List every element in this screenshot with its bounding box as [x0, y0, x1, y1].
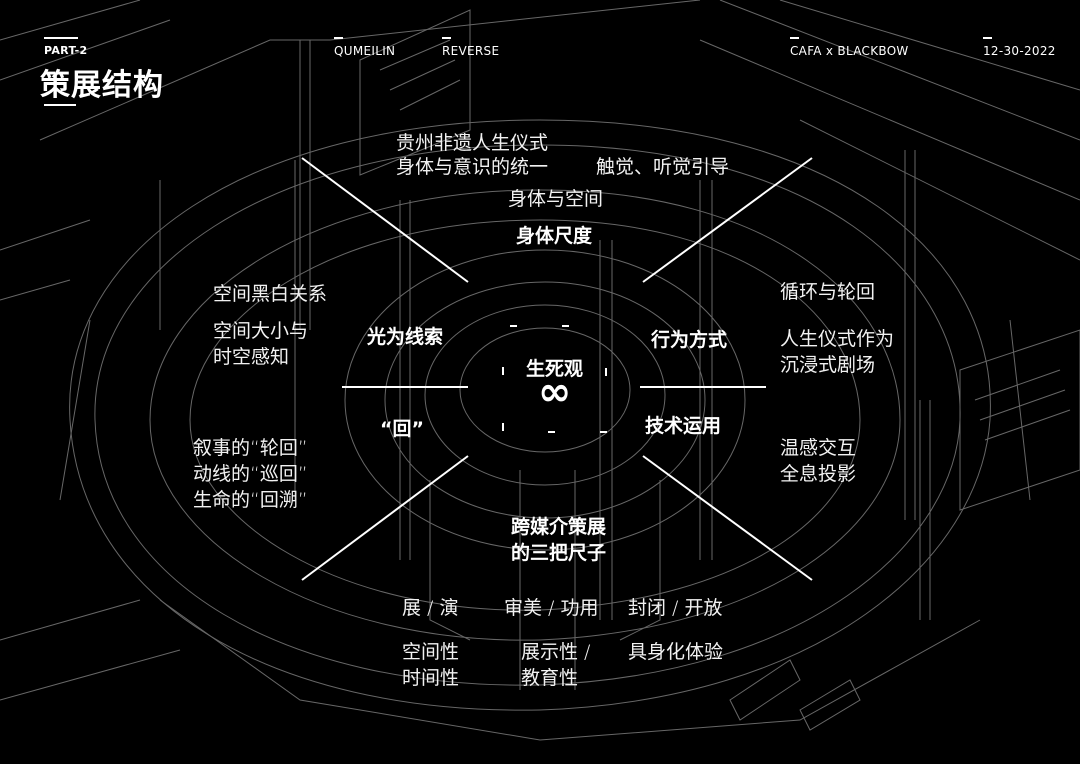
- infinity-symbol: ∞: [538, 369, 572, 415]
- line-upper-left: [301, 157, 469, 283]
- tag-dash-2: [442, 37, 451, 39]
- note-top-a2: 身体与意识的统一: [396, 156, 549, 178]
- label-hui: “回”: [380, 418, 424, 440]
- part-label: PART-2: [44, 44, 88, 57]
- note-right-a: 循环与轮回: [780, 281, 876, 303]
- note-bottom-c: 封闭 / 开放: [628, 597, 723, 619]
- tag-dash-3: [790, 37, 799, 39]
- note-right-b1: 人生仪式作为: [780, 328, 895, 350]
- note-left-a: 空间黑白关系: [213, 283, 328, 305]
- label-behavior: 行为方式: [651, 329, 728, 351]
- center-tick: [562, 325, 569, 327]
- note-top-a1: 贵州非遗人生仪式: [396, 132, 549, 154]
- note-top-b: 触觉、听觉引导: [596, 156, 730, 178]
- part-dash: [44, 37, 78, 39]
- tag-qumeilin: QUMEILIN: [334, 44, 396, 58]
- label-crossmedia-2: 的三把尺子: [511, 542, 607, 564]
- label-body-scale: 身体尺度: [516, 225, 593, 247]
- label-technology: 技术运用: [645, 415, 722, 437]
- tag-reverse: REVERSE: [442, 44, 500, 58]
- note-bottom-d1: 空间性: [402, 641, 460, 663]
- center-core-label: 生死观: [526, 358, 584, 380]
- note-right-c1: 温感交互: [780, 437, 857, 459]
- note-bottom-d2: 时间性: [402, 667, 460, 689]
- note-top-c: 身体与空间: [508, 188, 604, 210]
- note-bottom-b: 审美 / 功用: [504, 597, 599, 619]
- label-light-clue: 光为线索: [367, 326, 444, 348]
- center-tick: [510, 325, 517, 327]
- note-right-b2: 沉浸式剧场: [780, 354, 876, 376]
- page-title: 策展结构: [40, 68, 164, 103]
- note-left-c1: 叙事的“轮回”: [193, 437, 308, 459]
- line-lower-left: [301, 455, 469, 581]
- tag-collab: CAFA x BLACKBOW: [790, 44, 909, 58]
- center-tick: [548, 431, 555, 433]
- center-tick: [605, 368, 607, 376]
- tag-dash-4: [983, 37, 992, 39]
- note-bottom-f: 具身化体验: [628, 641, 724, 663]
- tag-dash-1: [334, 37, 343, 39]
- note-left-c2: 动线的“巡回”: [193, 463, 308, 485]
- note-bottom-e1: 展示性 /: [521, 641, 591, 663]
- center-tick: [502, 423, 504, 431]
- note-left-c3: 生命的“回溯”: [193, 489, 308, 511]
- line-upper-right: [642, 157, 813, 283]
- note-left-b2: 时空感知: [213, 346, 290, 368]
- date-label: 12-30-2022: [983, 44, 1056, 58]
- note-right-c2: 全息投影: [780, 463, 857, 485]
- note-left-b1: 空间大小与: [213, 320, 309, 342]
- title-underline: [44, 104, 76, 106]
- center-tick: [502, 367, 504, 375]
- center-tick: [600, 431, 607, 433]
- line-lower-right: [642, 455, 813, 581]
- note-bottom-e2: 教育性: [521, 667, 579, 689]
- label-crossmedia-1: 跨媒介策展: [511, 516, 607, 538]
- note-bottom-a: 展 / 演: [402, 597, 459, 619]
